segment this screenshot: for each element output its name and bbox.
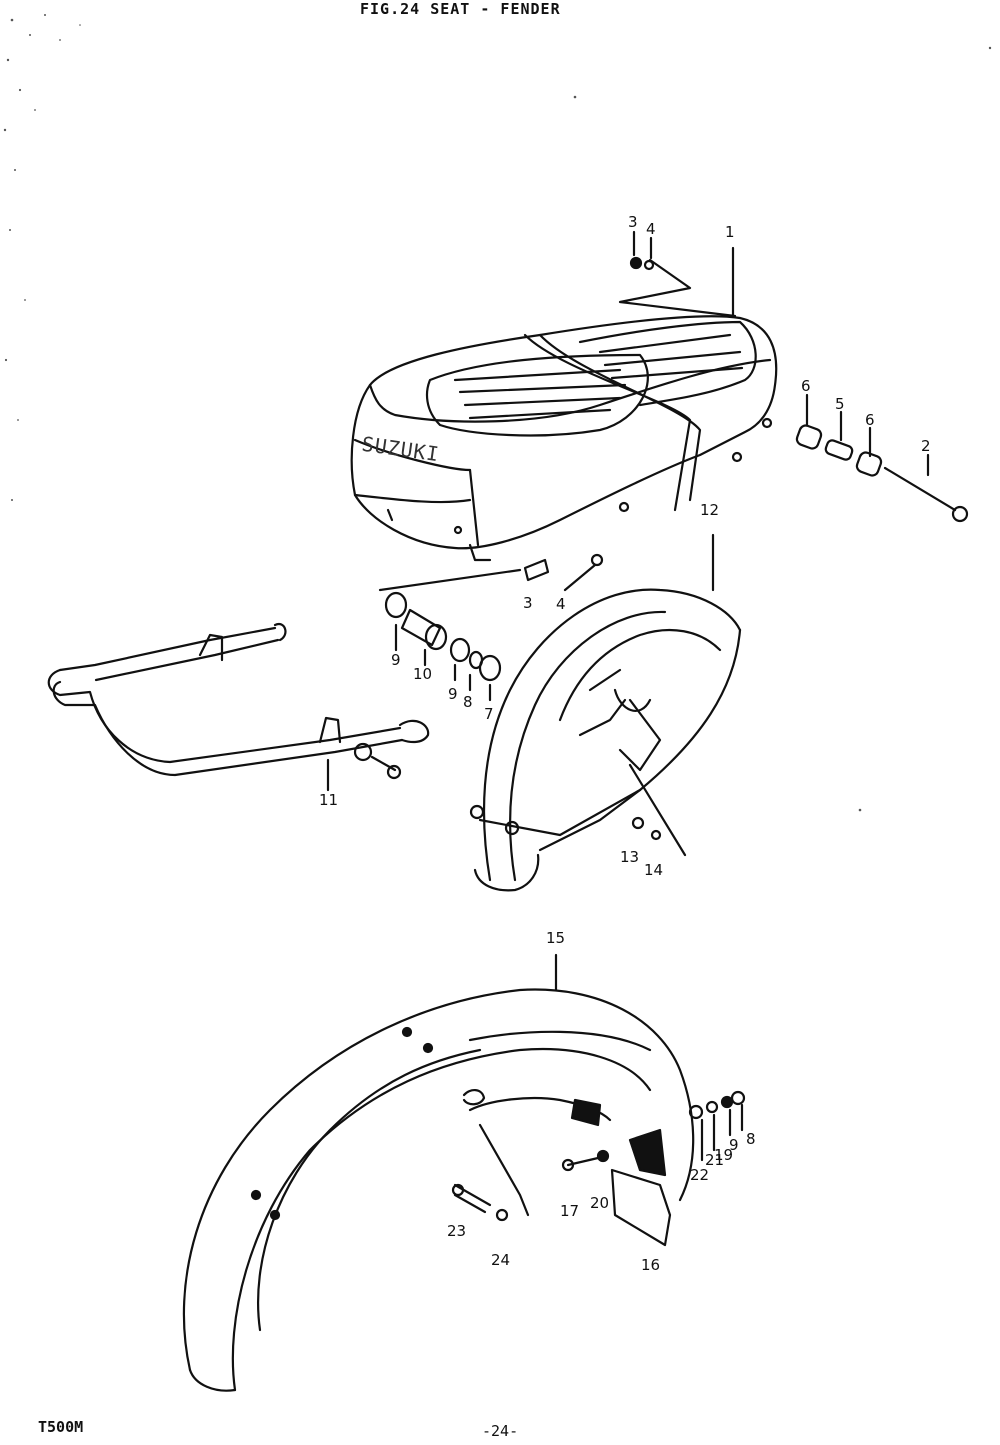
callout-4: 4 xyxy=(556,595,566,613)
callout-8: 8 xyxy=(463,693,473,711)
seat-hinge-assembly xyxy=(795,393,969,523)
callout-7: 7 xyxy=(484,705,494,723)
callout-5: 5 xyxy=(835,395,845,413)
callout-11: 11 xyxy=(319,791,339,809)
callout-19: 19 xyxy=(714,1146,734,1164)
callout-20: 20 xyxy=(590,1194,610,1212)
callout-22: 22 xyxy=(690,1166,710,1184)
rail-mounting-bolt xyxy=(353,742,402,780)
fender-bolt xyxy=(628,763,687,857)
callout-10: 10 xyxy=(413,665,433,683)
seat xyxy=(350,246,778,562)
seat-brand-mark: SUZUKI xyxy=(360,432,441,467)
seat-nut-and-washer xyxy=(629,230,655,271)
callout-9: 9 xyxy=(391,651,401,669)
front-fender xyxy=(182,953,695,1392)
callout-4: 4 xyxy=(646,220,656,238)
callout-8: 8 xyxy=(746,1130,756,1148)
callout-17: 17 xyxy=(560,1202,580,1220)
model-code: T500M xyxy=(38,1418,84,1436)
callout-16: 16 xyxy=(641,1256,661,1274)
callout-2: 2 xyxy=(921,437,931,455)
callout-9: 9 xyxy=(729,1136,739,1154)
callout-3: 3 xyxy=(523,594,533,612)
callout-3: 3 xyxy=(628,213,638,231)
callout-9: 9 xyxy=(448,685,458,703)
scan-noise xyxy=(3,14,992,812)
callout-21: 21 xyxy=(705,1151,725,1169)
callout-15: 15 xyxy=(546,929,566,947)
bushing-stack xyxy=(384,591,502,702)
callout-12: 12 xyxy=(700,501,720,519)
rear-fender xyxy=(469,533,742,892)
front-fender-fasteners xyxy=(451,1090,746,1222)
callout-14: 14 xyxy=(644,861,664,879)
callout-23: 23 xyxy=(447,1222,467,1240)
callout-6: 6 xyxy=(865,411,875,429)
grab-rail xyxy=(47,622,430,792)
page-number: -24- xyxy=(482,1422,519,1440)
callout-13: 13 xyxy=(620,848,640,866)
figure-title: FIG.24 SEAT - FENDER xyxy=(360,0,561,18)
callout-6: 6 xyxy=(801,377,811,395)
callout-1: 1 xyxy=(725,223,735,241)
seat-bottom-fastener xyxy=(378,553,604,592)
callout-24: 24 xyxy=(491,1251,511,1269)
